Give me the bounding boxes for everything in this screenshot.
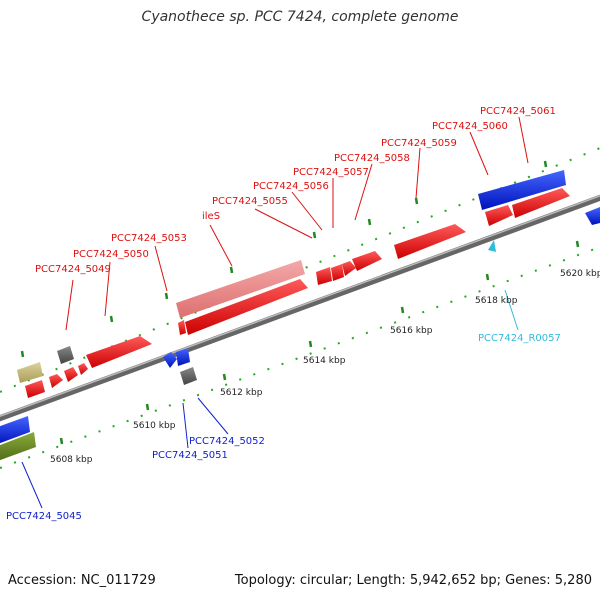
tick-label-5612: 5612 kbp [220,388,263,398]
inner-ruler-major-ticks [59,240,580,445]
gene-5053-feature[interactable] [178,320,186,335]
tick-label-5618: 5618 kbp [475,296,518,306]
gene-label-5051[interactable]: PCC7424_5051 [152,450,228,461]
tick-label-5610: 5610 kbp [133,421,176,431]
gene-5051-feature[interactable] [163,352,177,368]
gene-5045-feature[interactable] [0,416,30,445]
tick-label-5620: 5620 kbp [560,269,600,279]
leader-5052 [197,397,229,435]
genome-backbone [0,194,600,422]
gene-right-rev-feature[interactable] [585,207,600,225]
gene-label-5060[interactable]: PCC7424_5060 [432,121,508,132]
tick-label-5614: 5614 kbp [303,356,346,366]
tick-label-5608: 5608 kbp [50,455,93,465]
leader-5061 [518,116,529,164]
gene-5060-feature[interactable] [485,205,513,226]
gene-label-5059[interactable]: PCC7424_5059 [381,138,457,149]
gene-5050b-feature[interactable] [86,336,152,368]
gene-label-5056[interactable]: PCC7424_5056 [253,181,329,192]
gene-small-red-1[interactable] [49,374,63,388]
outer-ruler-major-ticks [20,160,548,358]
gene-label-5053[interactable]: PCC7424_5053 [111,233,187,244]
gene-label-5057[interactable]: PCC7424_5057 [293,167,369,178]
leader-5045 [21,461,43,509]
gene-5049-feature[interactable] [25,380,45,398]
gene-grey-rev-feature[interactable] [180,367,197,385]
gene-label-5049[interactable]: PCC7424_5049 [35,264,111,275]
leader-5050 [104,261,111,317]
leader-5060 [469,131,489,176]
gene-5057-feature[interactable] [342,261,356,276]
gene-5061-feature[interactable] [512,188,570,218]
leader-5058 [354,163,373,221]
gene-grey-fwd-feature[interactable] [57,346,74,364]
leader-5059 [415,147,421,199]
gene-5059-feature[interactable] [394,224,466,259]
gene-5061b-feature[interactable] [478,170,566,210]
rna-r0057-feature[interactable] [488,240,496,252]
gene-5056-feature[interactable] [331,264,344,281]
gene-small-red-2[interactable] [64,367,78,382]
gene-5055-feature[interactable] [316,267,332,285]
gene-label-ileS[interactable]: ileS [202,211,220,222]
inner-ruler-dots [0,246,600,469]
gene-label-5061[interactable]: PCC7424_5061 [480,106,556,117]
gene-label-5052[interactable]: PCC7424_5052 [189,436,265,447]
gene-5058-feature[interactable] [352,251,382,271]
genome-summary-text: Topology: circular; Length: 5,942,652 bp… [234,573,592,588]
gene-ileS-pseudo-feature[interactable] [176,260,305,318]
leader-5055 [254,208,313,239]
leader-5053 [154,245,168,292]
gene-label-5055[interactable]: PCC7424_5055 [212,196,288,207]
leader-5051 [182,402,189,449]
tick-label-5616: 5616 kbp [390,326,433,336]
gene-label-5058[interactable]: PCC7424_5058 [334,153,410,164]
gene-khaki-feature[interactable] [17,362,43,383]
leader-5049 [65,279,74,331]
gene-label-r0057[interactable]: PCC7424_R0057 [478,333,561,344]
gene-5050-feature[interactable] [78,363,88,375]
gene-label-5050[interactable]: PCC7424_5050 [73,249,149,260]
gene-label-5045[interactable]: PCC7424_5045 [6,511,82,522]
gene-olive-feature[interactable] [0,432,36,462]
gene-5052-feature[interactable] [176,348,190,366]
accession-text: Accession: NC_011729 [8,573,156,588]
gene-ileS-feature[interactable] [185,279,308,335]
leader-5056 [291,191,323,231]
leader-r0057 [504,289,519,331]
leader-ileS [209,224,233,267]
map-title: Cyanothece sp. PCC 7424, complete genome [141,9,459,25]
